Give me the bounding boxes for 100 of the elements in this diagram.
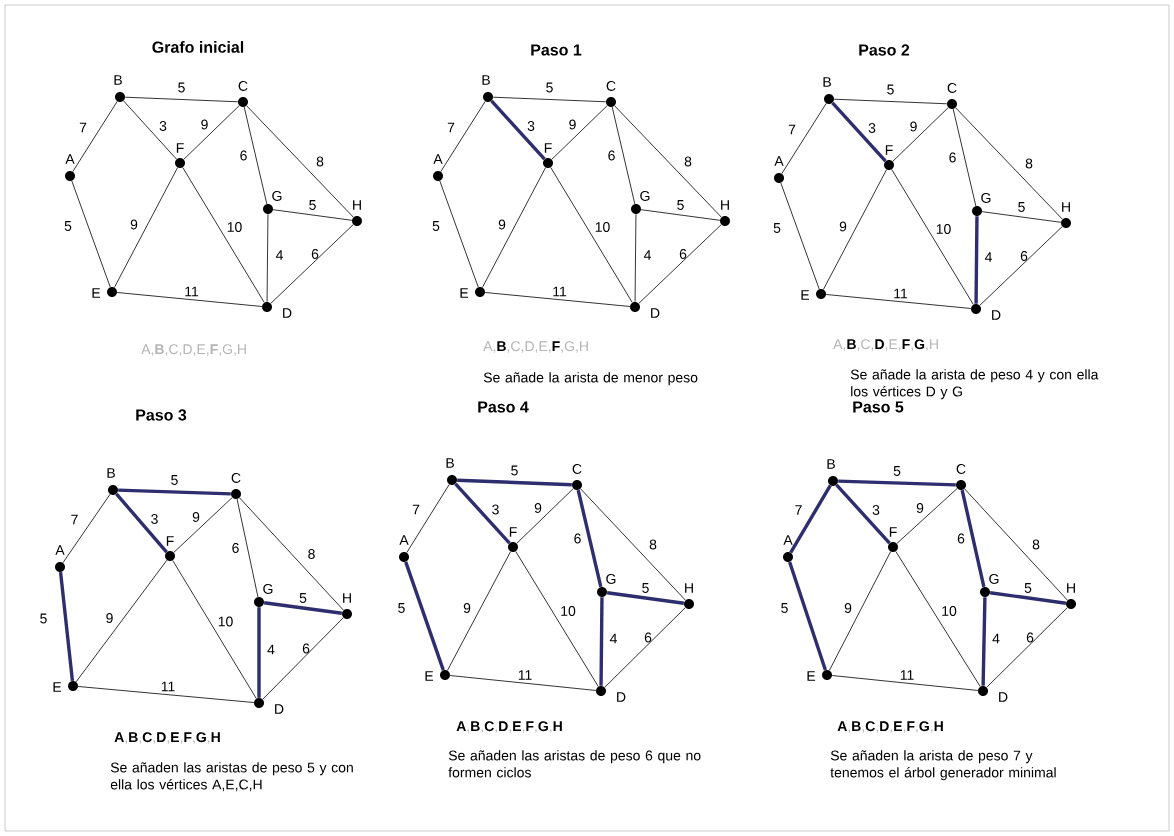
edge-label: 6 [644,632,652,643]
panel-title: Paso 2 [859,44,910,56]
panel-title: Paso 4 [478,401,529,413]
graph-edge [263,601,343,615]
edge-label: 5 [64,221,72,231]
vertex-label: E [53,682,62,692]
graph-edge [270,224,354,304]
step-description: Se añaden la arista de peso 7 y tenemos el árbol generador minimal [830,750,1056,781]
vertex-label: H [353,200,361,210]
vertex-label: G [640,191,650,201]
graph-edge [482,167,546,288]
graph-edge [449,675,597,691]
graph-edge [406,484,450,553]
vertex-label: B [827,459,835,469]
graph-edge [246,105,354,218]
edge-label: 7 [71,514,78,525]
edge-label: 4 [992,633,1000,644]
panel-title: Paso 3 [136,409,187,421]
vertex-set: A,B,C,D,E,F,G,H [833,339,938,351]
graph-edge [789,484,832,554]
graph-edge [838,479,956,487]
edge-label: 5 [299,593,307,603]
edge-label: 11 [161,681,175,692]
graph-edge [72,101,118,172]
vertex-label: H [685,583,693,593]
graph-edge [123,100,177,160]
graph-edge [780,182,820,290]
vertex-label: C [947,83,957,93]
edge-label: 8 [1032,539,1040,550]
edge-label: 5 [781,603,788,613]
edge-label: 5 [171,475,178,485]
edge-label: 9 [839,221,847,232]
graph-edge [236,498,259,598]
edge-label: 3 [159,121,167,131]
edge-label: 5 [893,466,901,476]
vertex-label: F [889,527,897,537]
graph-edge [781,103,827,174]
graph-edge [981,597,987,686]
edge-label: 6 [1026,632,1034,643]
vertex-label: C [238,81,248,91]
edge-label: 11 [518,670,532,680]
graph-edge [981,211,1062,223]
step-description: Se añaden las aristas de peso 6 que no formen ciclos [448,750,701,778]
vertex-label: A [774,156,784,166]
graph-edge [116,292,263,307]
graph-edge [440,101,486,172]
graph-edge [516,488,574,544]
edge-label: 9 [463,603,471,613]
vertex-label: E [92,288,101,298]
edge-label: 6 [949,152,956,163]
edge-label: 9 [569,119,576,130]
edge-label: 9 [106,613,113,623]
vertex-label: F [544,143,552,153]
edge-label: 7 [412,504,420,515]
edge-label: 10 [942,606,957,616]
graph-edge [831,101,887,163]
edge-label: 4 [275,250,283,260]
edge-label: 9 [916,503,924,513]
graph-edge [638,224,722,304]
graph-edge [892,107,949,162]
graph-edge [58,572,75,681]
edge-label: 5 [309,200,316,210]
vertex-label: D [999,692,1008,702]
graph-edge [183,105,240,160]
graph-edge [960,489,986,588]
graph-edge [614,105,722,218]
graph-edge [891,169,974,305]
edge-label: 5 [40,613,47,624]
vertex-label: B [446,458,454,468]
graph-edge [979,226,1063,306]
vertex-label: H [1067,583,1075,593]
graph-edge [604,607,686,688]
vertex-label: H [343,593,351,603]
edge-label: 5 [511,465,518,476]
edge-label: 10 [218,616,233,627]
graph-edge [75,559,168,683]
graph-edge [989,591,1067,605]
panel-title: Grafo inicial [152,41,244,53]
graph-edge [952,108,977,207]
vertex-label: H [1062,202,1070,212]
vertex-label: G [606,574,616,584]
vertex-label: G [989,574,999,584]
graph-edge [640,209,721,221]
graph-edge [955,107,1063,220]
graph-edge [114,167,178,288]
graph-edge [454,482,511,545]
graph-edge [831,675,979,691]
graph-edge [239,497,344,611]
graph-edge [447,551,511,671]
graph-edge [611,106,636,205]
step-description: Se añade la arista de menor peso [483,372,698,386]
graph-edge [115,492,168,554]
vertex-label: E [460,288,469,298]
vertex-label: B [482,75,490,85]
edge-label: 9 [534,503,542,513]
vertex-label: G [272,191,282,201]
edge-label: 5 [773,223,781,233]
graph-edge [484,292,631,307]
step-description: Se añade la arista de peso 4 y con ella los vértices D y G [850,369,1099,400]
edge-label: 9 [910,121,917,132]
